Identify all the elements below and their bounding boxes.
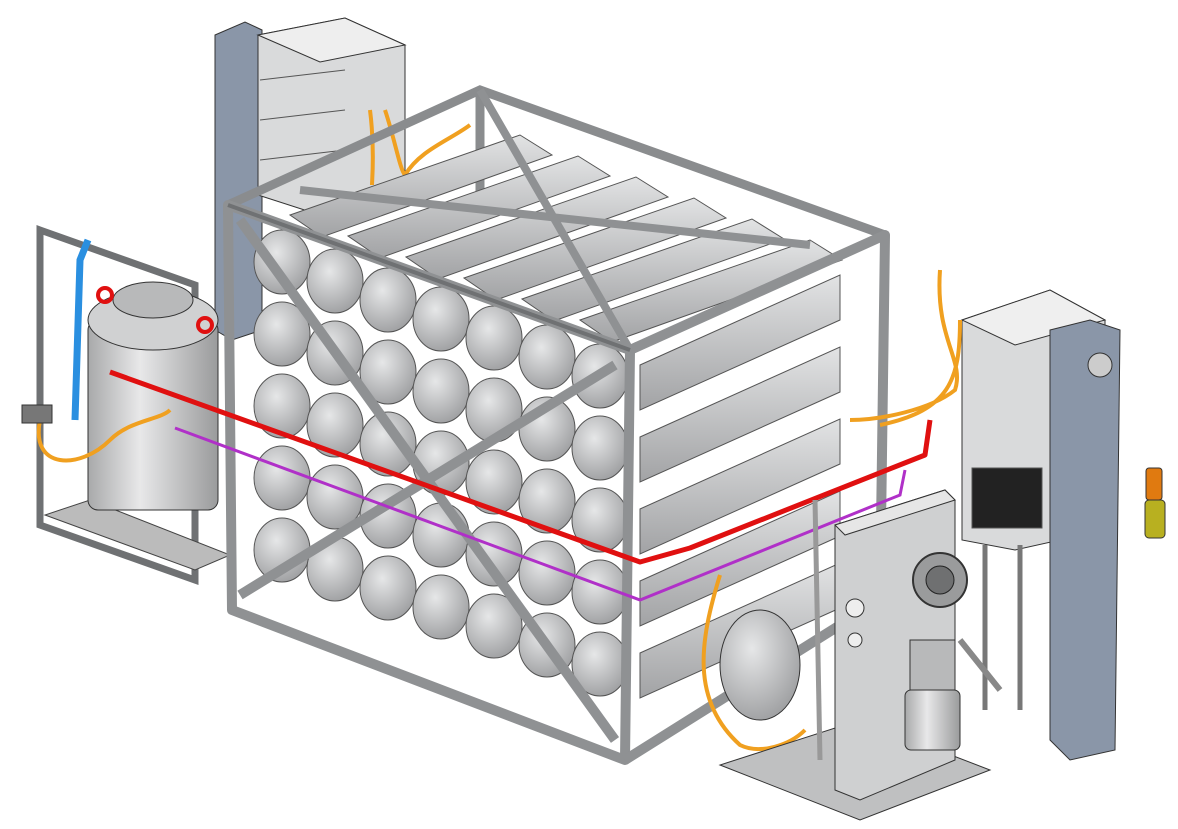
cylinder-end (518, 324, 576, 390)
left-vessel-skid (21, 225, 232, 585)
cylinder-end (253, 229, 311, 295)
cable-reel (1087, 352, 1113, 378)
valve (21, 404, 53, 424)
cylinder-end (359, 555, 417, 621)
front-brace (237, 360, 618, 600)
compressor-unit (718, 489, 1003, 821)
compressor-tank (719, 609, 801, 721)
lifting-eye (196, 316, 214, 334)
cylinder-end (412, 574, 470, 640)
lifting-eye (96, 286, 114, 304)
cylinder-end (306, 392, 364, 458)
right-orange-hoses (849, 269, 962, 427)
pump-piping (957, 638, 1003, 692)
cylinder-end (253, 301, 311, 367)
nozzle-grip (1144, 499, 1166, 539)
side-cylinder (639, 418, 841, 555)
cylinder-end (412, 286, 470, 352)
top-brace (476, 88, 634, 352)
pump-head (909, 639, 956, 691)
panel-line (259, 69, 346, 81)
right-cabinet (849, 269, 1121, 761)
side-cylinder (639, 274, 841, 411)
rear-pole (214, 21, 263, 341)
side-cylinder (639, 346, 841, 483)
cylinder-end (465, 521, 523, 587)
cylinder-end (359, 267, 417, 333)
blue-pipe (71, 238, 92, 421)
cylinder-end (518, 468, 576, 534)
rear-cabinet-top (256, 17, 407, 63)
cabinet-display (971, 467, 1043, 529)
panel-line (259, 149, 346, 161)
vertical-pipe (812, 499, 823, 761)
cylinder-end (465, 593, 523, 659)
cylinder-end (253, 373, 311, 439)
cylinder-end (465, 305, 523, 371)
compressor-cabinet-top (834, 489, 956, 536)
top-cylinder (288, 134, 554, 238)
pressure-gauge (847, 632, 863, 648)
dispenser-nozzle (1144, 467, 1166, 539)
right-pole (1049, 319, 1121, 761)
cylinder-end (571, 415, 629, 481)
cylinder-end (518, 540, 576, 606)
cylinder-end (253, 445, 311, 511)
vessel-orange-hose (36, 408, 172, 463)
frame-edge (227, 203, 631, 352)
nozzle-body (1145, 467, 1163, 501)
orange-hose-compressor (701, 574, 807, 751)
pressure-gauge (845, 598, 865, 618)
red-pipe (109, 369, 933, 565)
right-cabinet-top (960, 289, 1107, 346)
cylinder-end (465, 449, 523, 515)
cylinder-end (359, 411, 417, 477)
panel-line (259, 109, 346, 121)
purple-pipe (174, 426, 907, 602)
top-cylinder-layer (288, 134, 844, 343)
pump-cylinder (904, 689, 961, 751)
cylinder-end (306, 248, 364, 314)
cylinder-end (359, 339, 417, 405)
vessel-flange (112, 281, 194, 319)
cylinder-end (412, 358, 470, 424)
